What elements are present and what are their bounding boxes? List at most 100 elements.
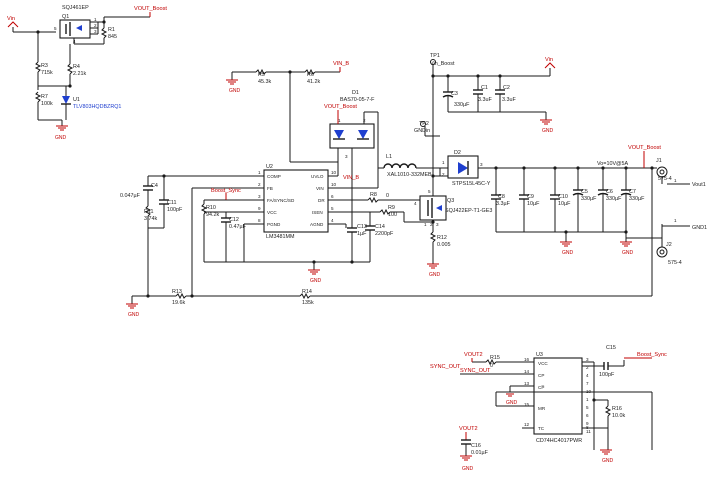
svg-text:3: 3 bbox=[436, 222, 439, 227]
svg-text:11: 11 bbox=[586, 429, 591, 434]
junction-dots bbox=[36, 20, 654, 402]
svg-text:VOUT_Boost: VOUT_Boost bbox=[134, 6, 167, 12]
svg-text:GND: GND bbox=[429, 272, 441, 278]
svg-text:R11: R11 bbox=[144, 209, 154, 215]
svg-text:0: 0 bbox=[490, 363, 493, 369]
svg-text:10: 10 bbox=[331, 182, 337, 187]
svg-text:5: 5 bbox=[586, 405, 589, 410]
svg-text:SQJ422EP-T1-GE3: SQJ422EP-T1-GE3 bbox=[445, 208, 492, 214]
svg-text:GND: GND bbox=[55, 135, 67, 141]
svg-text:R15: R15 bbox=[490, 355, 500, 361]
svg-text:2: 2 bbox=[258, 182, 261, 187]
svg-text:Vin: Vin bbox=[545, 57, 553, 63]
u3-counter: U3 CD74HC4017PWR VCC CP CP̅ MR TC 16 14 … bbox=[524, 352, 592, 444]
svg-text:3: 3 bbox=[480, 162, 483, 167]
svg-text:R5: R5 bbox=[258, 72, 265, 78]
svg-text:Boost_Sync: Boost_Sync bbox=[637, 352, 667, 358]
svg-text:L1: L1 bbox=[386, 154, 392, 160]
svg-text:C7: C7 bbox=[629, 189, 636, 195]
vin-flag-right: Vin bbox=[544, 57, 556, 69]
tp2-testpoint: TP2 GNDin bbox=[414, 121, 430, 134]
svg-text:8: 8 bbox=[258, 218, 261, 223]
svg-text:6: 6 bbox=[586, 413, 589, 418]
svg-text:1: 1 bbox=[442, 160, 445, 165]
gnd-symbol: GND bbox=[620, 241, 634, 256]
u1-supervisor: U1 TLV803HQDBZRQ1 bbox=[61, 96, 121, 110]
u2-controller: U2 LM3481MM COMP FB FA/SYNC/SD VCC PGND … bbox=[258, 164, 337, 240]
svg-text:100pF: 100pF bbox=[599, 372, 615, 378]
svg-text:1: 1 bbox=[338, 118, 341, 123]
svg-text:3.3uF: 3.3uF bbox=[502, 97, 516, 103]
svg-text:C14: C14 bbox=[375, 224, 385, 230]
svg-text:100k: 100k bbox=[41, 101, 53, 107]
q1-ref: Q1 bbox=[62, 14, 69, 20]
svg-text:U1: U1 bbox=[73, 97, 80, 103]
svg-text:C6: C6 bbox=[606, 189, 613, 195]
svg-text:330µF: 330µF bbox=[454, 102, 470, 108]
gnd-symbol: GND bbox=[308, 269, 322, 284]
svg-text:TP1: TP1 bbox=[430, 53, 440, 59]
svg-text:1: 1 bbox=[586, 397, 589, 402]
svg-text:100: 100 bbox=[388, 212, 397, 218]
svg-text:GND: GND bbox=[542, 128, 554, 134]
svg-text:C16: C16 bbox=[471, 443, 481, 449]
svg-text:UVLO: UVLO bbox=[311, 174, 324, 179]
svg-text:MR: MR bbox=[538, 406, 546, 411]
svg-text:Vin_Boost: Vin_Boost bbox=[430, 61, 455, 67]
svg-text:C4: C4 bbox=[151, 183, 158, 189]
j1-connector: J1 575-4 1 bbox=[656, 158, 677, 183]
svg-text:45.3k: 45.3k bbox=[258, 79, 271, 85]
svg-text:C13: C13 bbox=[357, 224, 367, 230]
svg-text:C15: C15 bbox=[606, 345, 616, 351]
svg-text:FB: FB bbox=[267, 186, 273, 191]
vout-boost-flag-right: VOUT_Boost bbox=[628, 145, 661, 168]
svg-text:R6: R6 bbox=[307, 72, 314, 78]
svg-text:12: 12 bbox=[524, 422, 530, 427]
gnd-symbol: GND bbox=[560, 241, 574, 256]
svg-text:3: 3 bbox=[345, 154, 348, 159]
svg-text:VCC: VCC bbox=[538, 361, 548, 366]
svg-text:19.6k: 19.6k bbox=[172, 300, 185, 306]
q1-value: SQJ461EP bbox=[62, 5, 89, 11]
svg-text:3.3uF: 3.3uF bbox=[478, 97, 492, 103]
svg-text:10µF: 10µF bbox=[558, 201, 571, 207]
svg-text:C8: C8 bbox=[498, 194, 505, 200]
svg-text:5: 5 bbox=[331, 206, 334, 211]
svg-text:VCC: VCC bbox=[267, 210, 277, 215]
svg-text:41.2k: 41.2k bbox=[307, 79, 320, 85]
svg-text:GND: GND bbox=[562, 250, 574, 256]
svg-text:2200pF: 2200pF bbox=[375, 231, 394, 237]
svg-text:14: 14 bbox=[524, 369, 530, 374]
svg-text:1µF: 1µF bbox=[357, 231, 367, 237]
d1-dual-diode: D1 BAS70-05-7-F 1 2 3 bbox=[329, 90, 375, 159]
svg-text:C2: C2 bbox=[503, 85, 510, 91]
svg-text:TLV803HQDBZRQ1: TLV803HQDBZRQ1 bbox=[73, 104, 121, 110]
svg-text:VOUT2: VOUT2 bbox=[459, 426, 478, 432]
svg-text:GND: GND bbox=[310, 278, 322, 284]
svg-text:C3: C3 bbox=[451, 91, 458, 97]
svg-text:3.3µF: 3.3µF bbox=[496, 201, 511, 207]
svg-text:BAS70-05-7-F: BAS70-05-7-F bbox=[340, 97, 375, 103]
svg-text:4: 4 bbox=[414, 201, 417, 206]
svg-text:U3: U3 bbox=[536, 352, 543, 358]
svg-text:J2: J2 bbox=[666, 242, 672, 248]
svg-text:0.005: 0.005 bbox=[437, 242, 451, 248]
svg-text:2: 2 bbox=[442, 172, 445, 177]
svg-text:GNDin: GNDin bbox=[414, 128, 430, 134]
svg-text:15: 15 bbox=[524, 402, 530, 407]
svg-text:R9: R9 bbox=[388, 205, 395, 211]
svg-text:C1: C1 bbox=[481, 85, 488, 91]
svg-text:1: 1 bbox=[94, 17, 97, 22]
gnd-symbol: GND bbox=[540, 119, 554, 134]
svg-text:GND: GND bbox=[128, 312, 140, 318]
l1-inductor: L1 XAL1010-332MEB bbox=[383, 154, 432, 178]
svg-text:330µF: 330µF bbox=[581, 196, 597, 202]
gnd-symbol: GND bbox=[427, 263, 441, 278]
svg-text:GND: GND bbox=[229, 88, 241, 94]
svg-text:Vout1: Vout1 bbox=[692, 182, 706, 188]
svg-text:2: 2 bbox=[430, 222, 433, 227]
boost-sync-flag-u3: Boost_Sync bbox=[624, 352, 667, 359]
svg-text:C11: C11 bbox=[167, 200, 177, 206]
tp1-testpoint: TP1 Vin_Boost bbox=[430, 53, 455, 67]
svg-text:AGND: AGND bbox=[310, 222, 324, 227]
